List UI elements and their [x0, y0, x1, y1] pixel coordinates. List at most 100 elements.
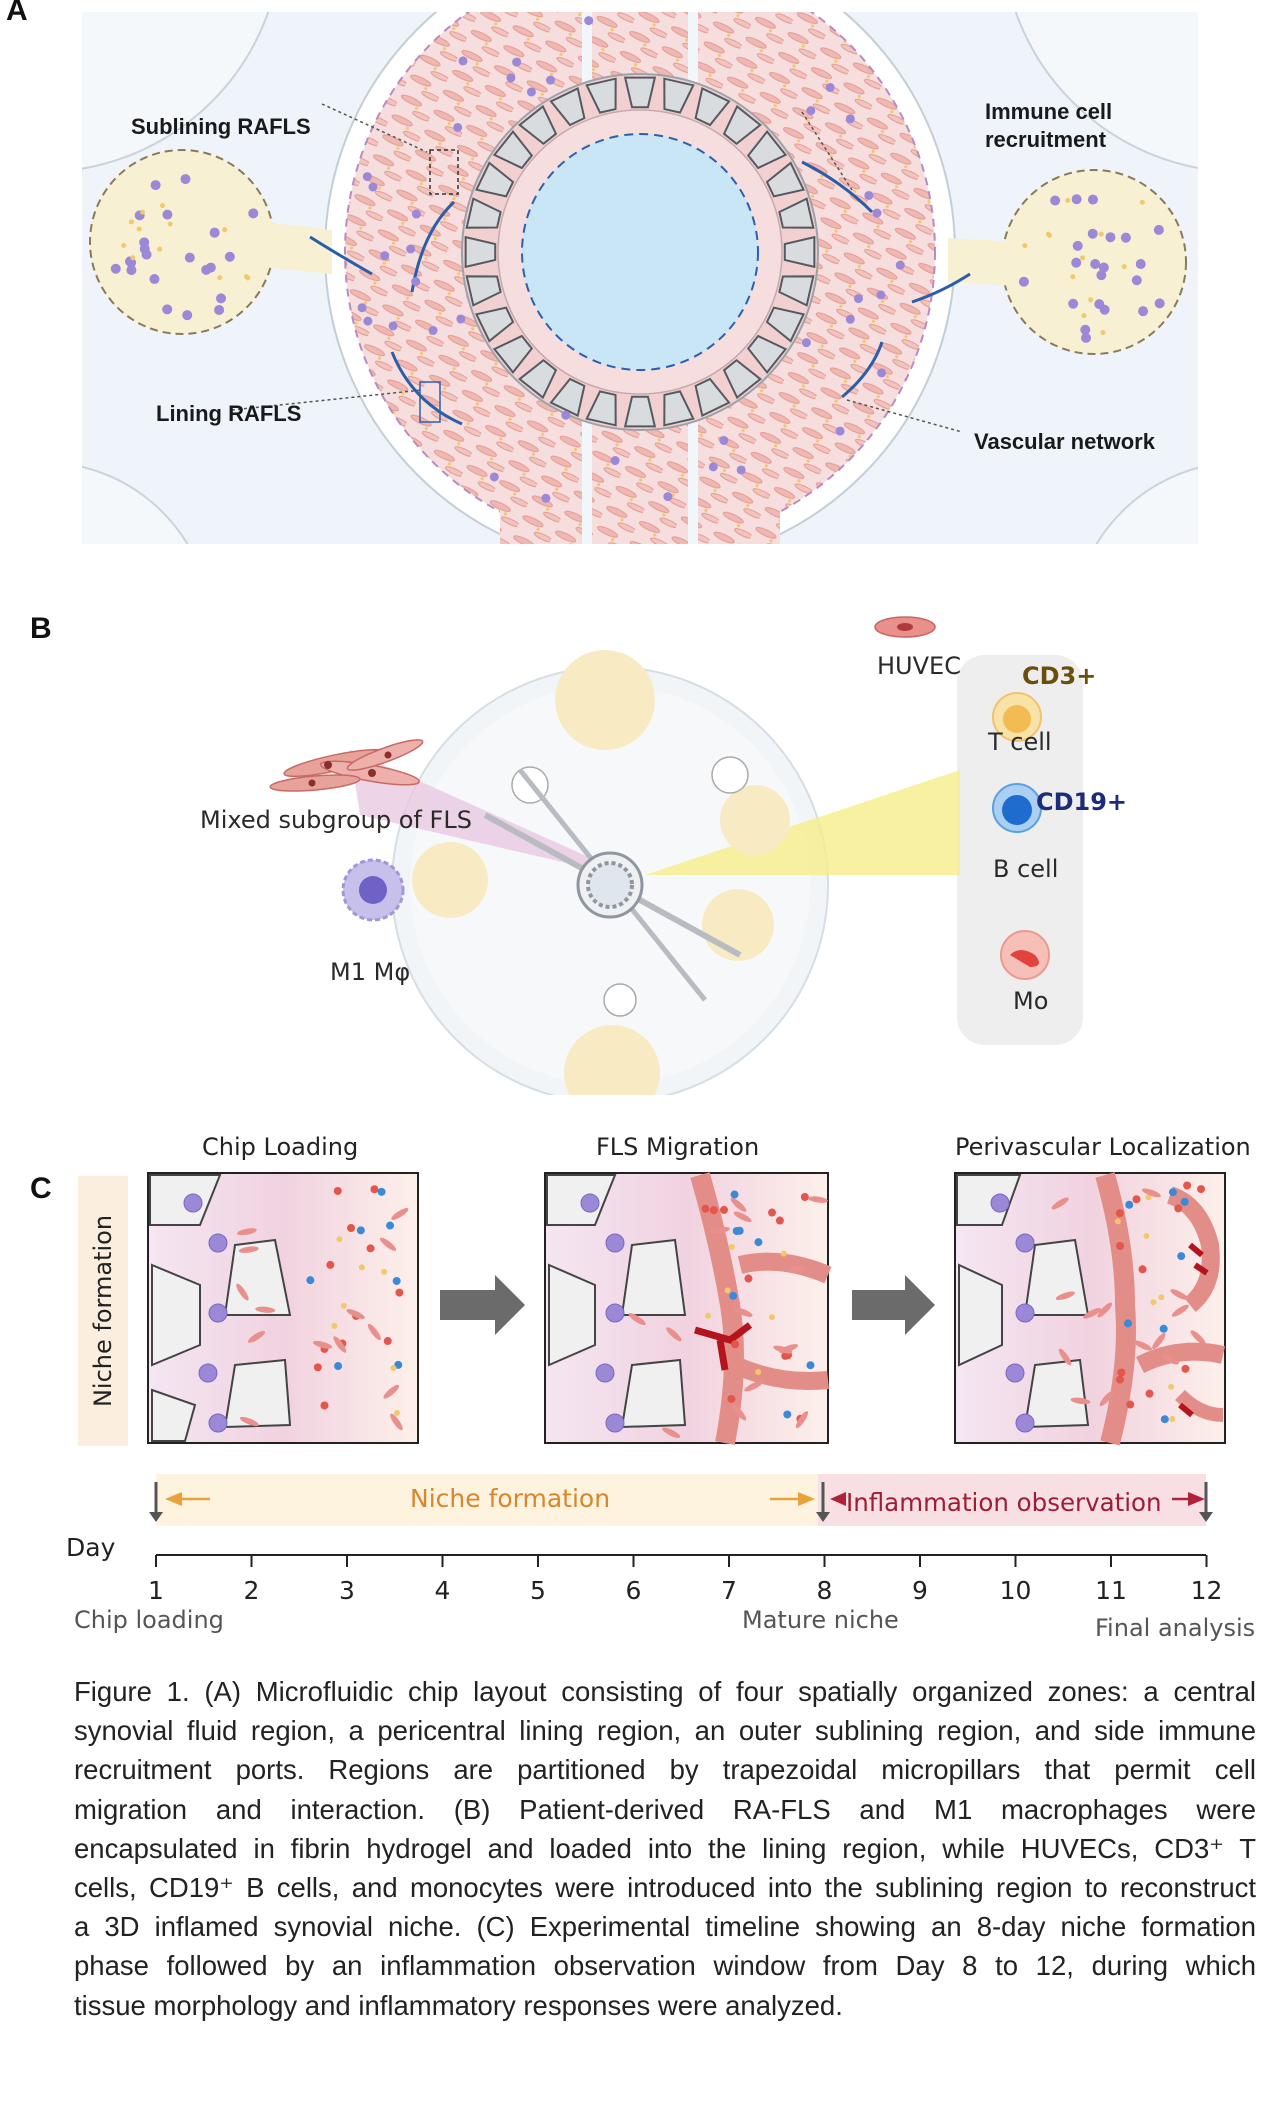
micropillar — [585, 390, 617, 427]
day-tick-label: 6 — [625, 1576, 642, 1605]
stage-arrow — [440, 1275, 525, 1335]
micropillar — [465, 275, 502, 307]
b-cell-icon — [992, 783, 1042, 833]
micropillar — [783, 235, 816, 269]
title-chip-loading: Chip Loading — [202, 1133, 359, 1161]
micropillar — [623, 76, 657, 109]
micropillar — [492, 130, 534, 170]
corner-well — [82, 12, 270, 170]
micropillar — [694, 377, 731, 417]
label-huvec: HUVEC — [877, 652, 961, 680]
cell-type-panel — [957, 655, 1083, 1045]
immune-port-cells — [110, 174, 1165, 343]
label-cd19: CD19+ — [1036, 788, 1128, 816]
micropillar — [518, 358, 558, 400]
cell-seeding-diagram — [269, 616, 1083, 1095]
micropillar — [722, 104, 762, 146]
panel-c-letter: C — [30, 1172, 52, 1205]
stage-chip-loading — [147, 1172, 419, 1444]
micropillar — [694, 87, 731, 127]
day-tick-label: 8 — [816, 1576, 833, 1605]
m1-macrophage-icon — [341, 858, 405, 922]
micropillar — [475, 306, 515, 343]
corner-well — [1014, 12, 1198, 169]
label-mature-niche: Mature niche — [742, 1606, 899, 1634]
micropillar — [778, 197, 815, 229]
day-tick-label: 12 — [1190, 1576, 1223, 1605]
day-tick-label: 4 — [434, 1576, 451, 1605]
micropillar — [518, 104, 558, 146]
caption-line: encapsulated in fibrin hydrogel and load… — [74, 1832, 1256, 1864]
label-cd3: CD3+ — [1022, 662, 1097, 690]
fls-cells-icon — [269, 739, 424, 792]
caption-line: tissue morphology and inflammatory respo… — [74, 1989, 843, 2021]
day-axis-label: Day — [66, 1533, 116, 1562]
label-m1-macrophage: M1 Mφ — [330, 958, 411, 986]
day-tick-label: 10 — [999, 1576, 1032, 1605]
micropillar — [623, 395, 657, 428]
label-mixed-fls: Mixed subgroup of FLS — [200, 806, 472, 834]
caption-line: migration and interaction. (B) Patient-d… — [74, 1793, 1256, 1825]
caption-line: phase followed by an inflammation observ… — [74, 1950, 1256, 1982]
panel-a-letter: A — [6, 0, 28, 27]
tissue-cells — [357, 16, 905, 503]
inflammation-phase-band — [818, 1474, 1206, 1526]
day-tick-label: 7 — [721, 1576, 737, 1605]
micropillar — [722, 358, 762, 400]
micropillar — [585, 77, 617, 114]
niche-stage-panels — [147, 1172, 1226, 1446]
micropillar — [778, 275, 815, 307]
micropillar — [549, 377, 586, 417]
day-tick-label: 2 — [243, 1576, 260, 1605]
label-vascular-network: Vascular network — [974, 429, 1155, 454]
micropillar — [492, 334, 534, 374]
micropillar — [663, 390, 695, 427]
micropillar — [464, 235, 497, 269]
caption-line: synovial fluid region, a pericentral lin… — [74, 1715, 1256, 1747]
label-mo: Mo — [1013, 987, 1049, 1015]
caption-line: cells, CD19⁺ B cells, and monocytes were… — [74, 1872, 1256, 1904]
niche-side-band — [78, 1176, 128, 1446]
label-lining-rafls: Lining RAFLS — [156, 401, 302, 426]
micropillar — [549, 87, 586, 127]
day-tick-label: 9 — [912, 1576, 928, 1605]
micropillar — [746, 334, 788, 374]
trapezoidal-micropillars — [464, 76, 816, 428]
micropillar — [746, 130, 788, 170]
t-cell-icon — [992, 692, 1042, 742]
huvec-icon — [874, 616, 936, 638]
panel-b-letter: B — [30, 612, 52, 645]
day-tick-label: 5 — [530, 1576, 546, 1605]
label-final-analysis: Final analysis — [1095, 1614, 1256, 1642]
day-tick-label: 3 — [339, 1576, 355, 1605]
stage-perivascular — [954, 1172, 1226, 1446]
stage-fls-migration — [544, 1172, 832, 1445]
title-fls-migration: FLS Migration — [596, 1133, 760, 1161]
label-b-cell: B cell — [993, 855, 1059, 883]
corner-well — [1095, 466, 1198, 544]
micropillar — [465, 197, 502, 229]
figure-caption: Figure 1. (A) Microfluidic chip layout c… — [74, 1672, 1256, 2025]
label-chip-loading-day: Chip loading — [74, 1606, 224, 1634]
micropillar — [765, 306, 805, 343]
caption-line: a 3D inflamed synovial niche. (C) Experi… — [74, 1911, 1256, 1943]
title-perivascular: Perivascular Localization — [955, 1133, 1251, 1161]
micropillar — [475, 161, 515, 198]
inflammation-phase-label: Inflammation observation — [846, 1488, 1162, 1517]
niche-phase-band — [156, 1474, 818, 1526]
caption-line: recruitment ports. Regions are partition… — [74, 1754, 1256, 1786]
stage-arrow — [852, 1275, 935, 1335]
label-sublining-rafls: Sublining RAFLS — [131, 114, 311, 139]
label-t-cell: T cell — [988, 728, 1052, 756]
timeline-ticks — [155, 1555, 1208, 1567]
label-immune-recruitment-2: recruitment — [985, 127, 1107, 152]
day-tick-label: 11 — [1095, 1576, 1127, 1605]
corner-well — [82, 465, 189, 544]
caption-line: Figure 1. (A) Microfluidic chip layout c… — [74, 1676, 1256, 1707]
stage-cells — [183, 1181, 1206, 1438]
micropillar — [765, 161, 805, 198]
central-fluid-region — [521, 133, 759, 371]
chip-layout-diagram — [82, 12, 1198, 544]
monocyte-icon — [1000, 930, 1050, 980]
day-tick-label: 1 — [148, 1576, 164, 1605]
